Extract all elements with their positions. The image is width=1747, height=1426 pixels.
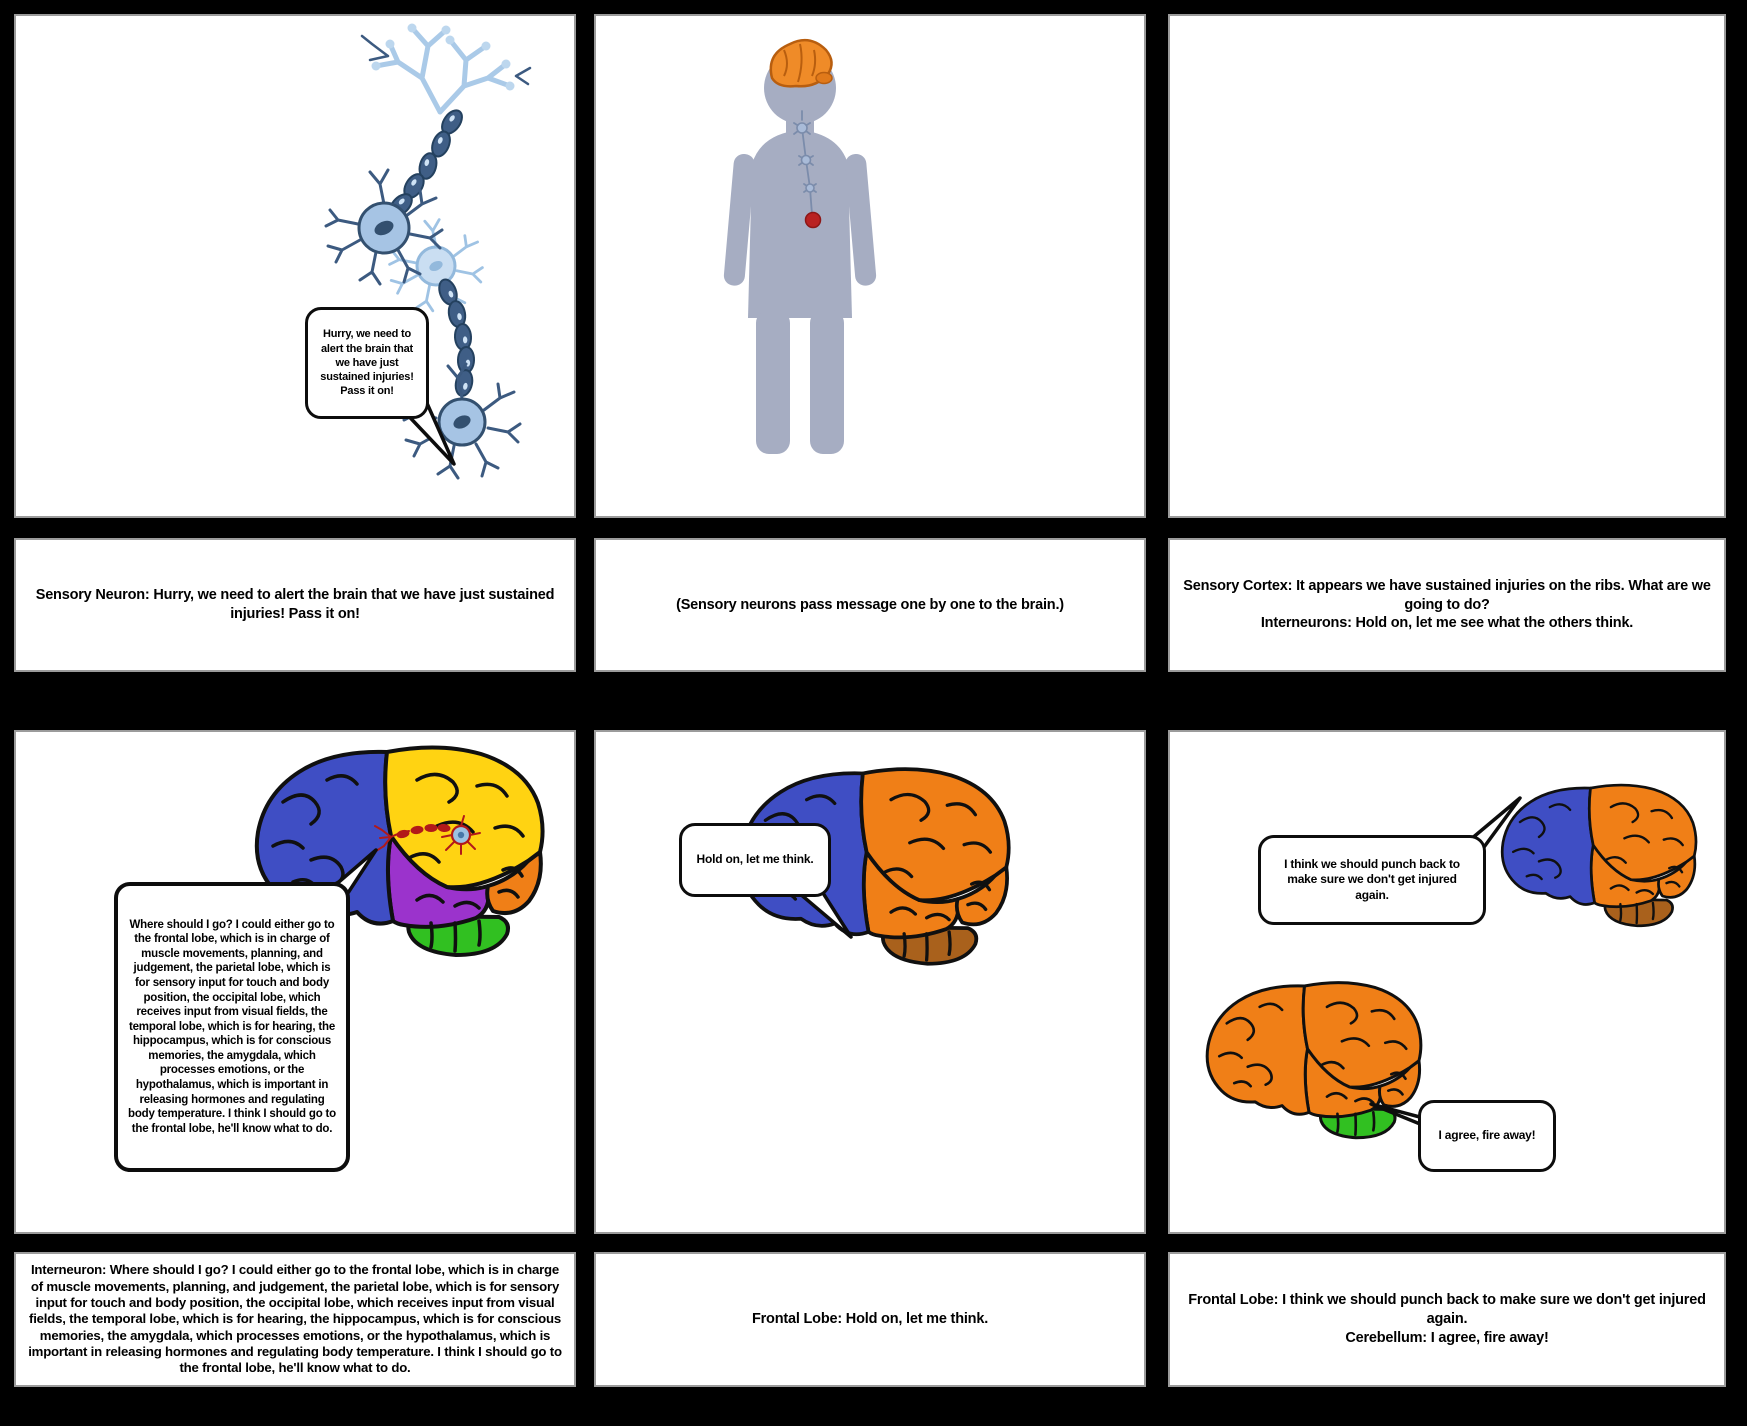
punch-back-speech-bubble: I think we should punch back to make sur…	[1258, 835, 1486, 925]
dark-twigs	[360, 34, 532, 86]
sensory-neurons-illustration	[324, 23, 532, 480]
dendrite-tips	[371, 23, 515, 91]
panel-5-image[interactable]: Hold on, let me think.	[594, 730, 1146, 1234]
injury-dot	[804, 211, 822, 229]
agree-speech-bubble: I agree, fire away!	[1418, 1100, 1556, 1172]
signal-neuron-icon	[374, 815, 481, 855]
caption-6: Frontal Lobe: I think we should punch ba…	[1168, 1252, 1726, 1387]
panel-4-image[interactable]: Where should I go? I could either go to …	[14, 730, 576, 1234]
human-silhouette	[723, 52, 877, 454]
neuron-b	[388, 218, 484, 313]
panel-6-image[interactable]: I think we should punch back to make sur…	[1168, 730, 1726, 1234]
caption-4: Interneuron: Where should I go? I could …	[14, 1252, 576, 1387]
caption-1: Sensory Neuron: Hurry, we need to alert …	[14, 538, 576, 672]
myelin-chain-2	[438, 278, 476, 397]
caption-5: Frontal Lobe: Hold on, let me think.	[594, 1252, 1146, 1387]
head-brain-icon	[769, 38, 833, 88]
frontal-lobe-speech-bubble: Hold on, let me think.	[679, 823, 831, 897]
body-signal-illustration	[723, 38, 877, 454]
spinal-neuron-bodies	[796, 122, 815, 193]
sensory-neuron-speech-bubble: Hurry, we need to alert the brain that w…	[305, 307, 429, 419]
panel-2-image[interactable]	[594, 14, 1146, 518]
interneuron-speech-bubble: Where should I go? I could either go to …	[114, 882, 350, 1172]
caption-3: Sensory Cortex: It appears we have susta…	[1168, 538, 1726, 672]
multicolor-brain-illustration	[254, 745, 545, 957]
neuron-c	[402, 362, 522, 480]
panel-1-image[interactable]: Hurry, we need to alert the brain that w…	[14, 14, 576, 518]
dendrite-tree-icon	[373, 25, 513, 115]
caption-2: (Sensory neurons pass message one by one…	[594, 538, 1146, 672]
panel-3-image[interactable]	[1168, 14, 1726, 518]
neuron-a	[324, 168, 444, 286]
